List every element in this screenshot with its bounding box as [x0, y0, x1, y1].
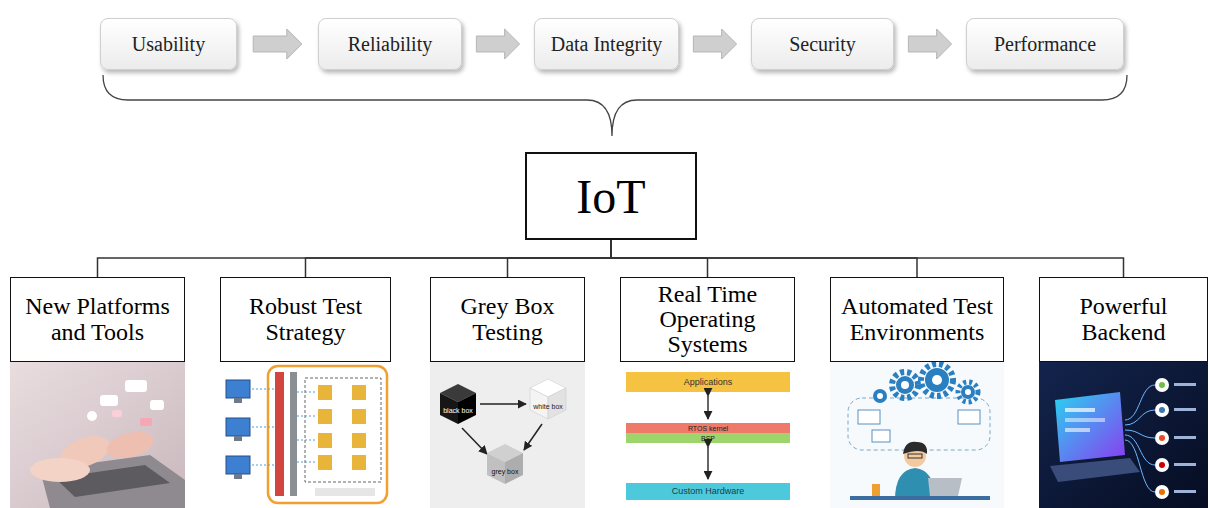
quality-box: Reliability	[318, 18, 462, 70]
quality-label: Performance	[994, 33, 1096, 56]
brace	[103, 75, 1127, 136]
quality-label: Data Integrity	[551, 33, 663, 56]
category-box: Automated Test Environments	[830, 277, 1004, 362]
flow-arrow	[476, 29, 519, 59]
category-box: Robust Test Strategy	[220, 277, 391, 362]
flow-arrow	[908, 29, 951, 59]
flow-arrow	[693, 29, 736, 59]
figure-label: Applications	[684, 378, 733, 387]
category-label: Real Time Operating Systems	[626, 282, 789, 358]
quality-box: Security	[751, 18, 894, 70]
tree-connector	[306, 240, 612, 277]
tree-connector	[508, 240, 612, 277]
backend-drawing	[1039, 362, 1208, 508]
category-box: Grey Box Testing	[430, 277, 585, 362]
network-drawing	[220, 362, 391, 508]
category-box: New Platforms and Tools	[10, 277, 185, 362]
laptop-photo	[10, 362, 185, 508]
category-label: Automated Test Environments	[836, 294, 998, 344]
figure-label: Custom Hardware	[672, 487, 745, 496]
category-box: Real Time Operating Systems	[620, 277, 795, 362]
quality-box: Usability	[100, 18, 237, 70]
tree-connector	[98, 240, 612, 277]
category-label: Grey Box Testing	[436, 294, 579, 344]
category-label: Powerful Backend	[1045, 294, 1202, 344]
automation-drawing	[830, 362, 1004, 508]
category-box: Powerful Backend	[1039, 277, 1208, 362]
quality-label: Reliability	[348, 33, 432, 56]
hub-label: IoT	[576, 169, 645, 224]
figure-label: white box	[533, 403, 563, 410]
hub-box: IoT	[525, 152, 697, 240]
figure-label: grey box	[492, 468, 519, 475]
flow-arrow	[253, 29, 302, 59]
figure-label: BSP	[701, 435, 715, 442]
quality-box: Performance	[966, 18, 1124, 70]
quality-label: Usability	[132, 33, 205, 56]
cube-drawing	[430, 362, 585, 508]
category-label: New Platforms and Tools	[16, 294, 179, 344]
quality-box: Data Integrity	[534, 18, 679, 70]
figure-label: RTOS kernel	[688, 425, 728, 432]
rtos-stack	[620, 362, 795, 508]
figure-label: black box	[443, 407, 473, 414]
quality-label: Security	[789, 33, 856, 56]
tree-connector	[611, 240, 1124, 277]
category-label: Robust Test Strategy	[226, 294, 385, 344]
